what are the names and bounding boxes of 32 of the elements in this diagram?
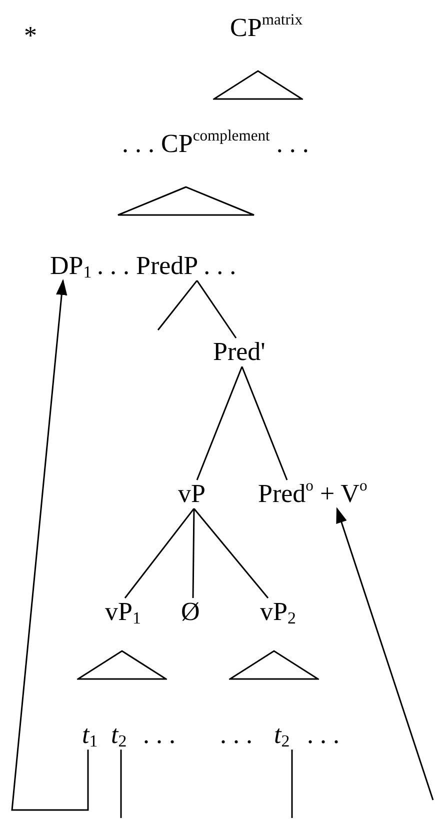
movement-arrow (11, 279, 89, 811)
tree-node-label: vP$_{1}$ (105, 598, 141, 627)
tree-node-label: CP$^{matrix}$ (230, 14, 303, 43)
tree-node-label: t$_{2}$ (274, 721, 290, 750)
tree-node-label: . . . PredP . . . (97, 252, 236, 281)
tree-branch-line (291, 750, 293, 818)
tree-node-label: vP (178, 480, 206, 509)
triangle-symbol (213, 70, 303, 100)
tree-node-label: DP$_{1}$ (50, 252, 92, 281)
tree-node-label: . . . CP$^{complement}$ . . . (122, 130, 309, 159)
triangle-symbol (77, 650, 167, 680)
movement-arrow (336, 507, 434, 800)
tree-branch-line (120, 750, 122, 818)
ellipsis-text: . . . (307, 721, 340, 750)
tree-branch-line (196, 366, 243, 480)
tree-branch-line (241, 366, 288, 480)
asterisk-mark: * (24, 22, 37, 51)
tree-branch-line (193, 508, 269, 598)
tree-node-label: Ø (181, 598, 200, 627)
tree-node-label: t$_{2}$ (111, 721, 127, 750)
tree-node-label: vP$_{2}$ (260, 598, 296, 627)
ellipsis-text: . . . (143, 721, 176, 750)
tree-node-label: t$_{1}$ (82, 721, 98, 750)
tree-node-label: Pred$^{o}$ + V$^{o}$ (258, 480, 368, 509)
triangle-symbol (117, 186, 255, 216)
triangle-symbol (229, 650, 319, 680)
tree-branch-line (157, 280, 198, 330)
tree-branch-line (196, 280, 237, 338)
tree-node-label: Pred' (213, 338, 266, 367)
tree-branch-line (192, 508, 195, 598)
tree-branch-line (124, 508, 195, 598)
ellipsis-text: . . . (220, 721, 252, 750)
